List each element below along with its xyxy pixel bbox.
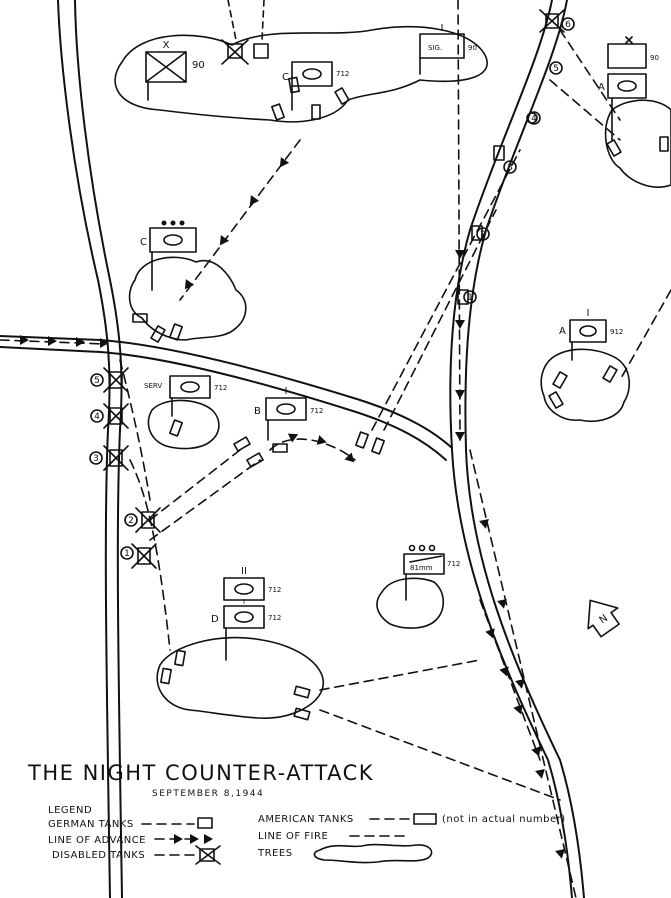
division-90-label: 90 [192, 60, 205, 71]
unit-b-712: I B 712 [254, 386, 323, 441]
sig90-marker: I [441, 23, 444, 34]
sig90-number: 90 [468, 44, 477, 52]
unit-sig-90: I SIG. 90 [419, 23, 477, 75]
unit-d-712: I D 712 [211, 598, 281, 661]
a912-letter: A [559, 326, 566, 337]
north-label: N [597, 613, 609, 626]
unit-c-left: C [140, 220, 197, 291]
german-tank-top-left [221, 0, 269, 65]
seq-left-4: 4 [94, 412, 100, 422]
seq-right-2: 2 [480, 230, 486, 240]
road-east [449, 0, 585, 898]
seq-right-4: 4 [531, 114, 537, 124]
seq-right-1: 1 [467, 293, 473, 303]
unit-81mm-712: 81mm 712 [403, 544, 460, 601]
d712-number: 712 [268, 614, 281, 622]
d712-letter: D [211, 614, 219, 625]
disabled-tanks-right-road [457, 9, 565, 305]
c712-top-number: 712 [336, 70, 349, 78]
road-crossing [0, 335, 453, 461]
unit-90-right: 90 A [598, 36, 659, 141]
serv712-number: 712 [214, 384, 227, 392]
sequence-left: 5 4 3 2 1 [89, 373, 138, 560]
unit-serv-712: SERV 712 [144, 375, 227, 417]
c-left-letter: C [140, 237, 147, 248]
d712-marker: I [243, 598, 245, 606]
seq-right-6: 6 [565, 20, 571, 30]
subtitle-text: SEPTEMBER 8,1944 [152, 789, 264, 799]
map-title: THE NIGHT COUNTER-ATTACK SEPTEMBER 8,194… [27, 761, 374, 799]
unit-90-right-letter: A [598, 82, 605, 93]
german-line-of-advance [0, 0, 577, 898]
trees-right-mid-cluster [540, 348, 631, 422]
b712-letter: B [254, 406, 261, 417]
legend-american-note: (not in actual number) [442, 814, 566, 825]
seq-right-3: 3 [507, 163, 513, 173]
unit-90-right-number: 90 [650, 54, 659, 62]
bn712-number: 712 [268, 586, 281, 594]
legend-american-tanks: AMERICAN TANKS [258, 814, 354, 825]
seq-left-2: 2 [128, 516, 134, 526]
mortar-81mm-number: 712 [447, 560, 460, 568]
serv712-text: SERV [144, 382, 162, 390]
lines-of-fire [119, 29, 671, 801]
seq-left-5: 5 [94, 376, 100, 386]
title-text: THE NIGHT COUNTER-ATTACK [27, 761, 374, 785]
north-arrow: N [587, 599, 620, 638]
trees-left-cluster [128, 256, 247, 341]
a912-number: 912 [610, 328, 623, 336]
german-tanks [103, 0, 565, 569]
unit-bn-712: II 712 [223, 566, 281, 601]
disabled-tanks-left-road [103, 367, 161, 569]
legend: LEGEND GERMAN TANKS LINE OF ADVANCE DISA… [48, 805, 566, 865]
legend-german-tanks: GERMAN TANKS [48, 819, 134, 830]
c712-top-letter: C [282, 72, 289, 83]
legend-trees: TREES [257, 848, 293, 859]
b712-marker: I [285, 386, 288, 397]
legend-disabled-tanks: DISABLED TANKS [52, 850, 145, 861]
a912-marker: I [587, 308, 590, 319]
legend-heading: LEGEND [48, 805, 92, 816]
unit-c-712-top: C 712 [282, 61, 349, 111]
seq-right-5: 5 [553, 64, 559, 74]
unit-a-912: I A 912 [559, 308, 623, 361]
trees-top-cluster [114, 25, 488, 123]
trees-mortar-cluster [376, 577, 445, 629]
seq-left-1: 1 [124, 549, 130, 559]
sequence-right: 6 5 4 3 2 1 [463, 17, 575, 304]
unit-division-90: X 90 [145, 40, 205, 101]
bn712-marker: II [241, 566, 247, 577]
b712-number: 712 [310, 407, 323, 415]
trees-right-top-cluster [604, 99, 671, 188]
trees-bottom-cluster [156, 636, 325, 719]
legend-line-of-fire: LINE OF FIRE [258, 831, 328, 842]
legend-line-of-advance: LINE OF ADVANCE [48, 835, 146, 846]
svg-text:X: X [163, 40, 170, 51]
trees-serv-cluster [147, 399, 220, 450]
sig90-text: SIG. [428, 44, 442, 52]
seq-left-3: 3 [93, 454, 99, 464]
mortar-81mm-text: 81mm [410, 564, 433, 572]
